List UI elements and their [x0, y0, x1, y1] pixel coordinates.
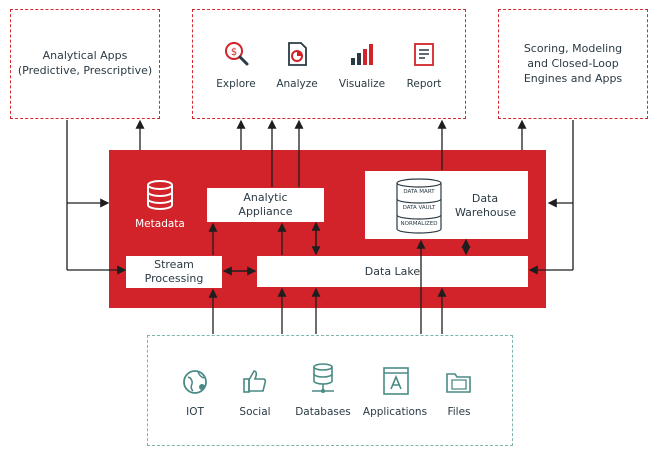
analytical-apps-line2: (Predictive, Prescriptive): [17, 64, 153, 77]
document-chart-icon: [288, 42, 307, 66]
analytic-appliance-line2: Appliance: [238, 205, 293, 218]
social-label: Social: [239, 406, 271, 418]
iot-label: IOT: [186, 406, 204, 418]
database-icon: [147, 180, 173, 210]
folder-icon: [446, 373, 471, 393]
db-layer-normalized: NORMALIZED: [400, 221, 438, 227]
data-warehouse-line2: Warehouse: [455, 206, 517, 219]
scoring-line1: Scoring, Modeling: [523, 42, 623, 55]
analytical-apps-box: [10, 9, 160, 119]
databases-label: Databases: [295, 406, 351, 418]
explore-label: Explore: [216, 78, 256, 90]
applications-label: Applications: [362, 406, 428, 418]
report-icon: [414, 43, 434, 66]
bi-tools-box: [192, 9, 466, 119]
bar-chart-icon: [351, 44, 373, 65]
files-label: Files: [447, 406, 471, 418]
data-lake-box: Data Lake: [257, 256, 528, 287]
data-warehouse-label: Data Warehouse: [455, 192, 517, 220]
scoring-label: Scoring, Modeling and Closed-Loop Engine…: [498, 41, 648, 86]
globe-icon: [183, 370, 207, 394]
data-warehouse-box: [365, 171, 528, 239]
database-network-icon: [312, 363, 334, 393]
metadata-label: Metadata: [135, 218, 185, 230]
scoring-line3: Engines and Apps: [523, 72, 623, 85]
analytic-appliance-line1: Analytic: [243, 191, 288, 204]
visualize-label: Visualize: [338, 78, 386, 90]
thumbs-up-icon: [243, 370, 267, 393]
db-layer-data-vault: DATA VAULT: [402, 205, 436, 211]
scoring-box: [498, 9, 648, 119]
analytical-apps-label: Analytical Apps (Predictive, Prescriptiv…: [10, 48, 160, 78]
data-lake-label: Data Lake: [364, 264, 421, 278]
svg-text:$: $: [231, 47, 237, 58]
data-sources-box: [147, 335, 513, 446]
analytical-apps-line1: Analytical Apps: [42, 49, 128, 62]
analyze-label: Analyze: [276, 78, 318, 90]
application-icon: [383, 367, 409, 395]
stream-processing-line1: Stream: [154, 258, 194, 271]
scoring-line2: and Closed-Loop: [527, 57, 619, 70]
report-label: Report: [406, 78, 442, 90]
stream-processing-line2: Processing: [144, 272, 204, 285]
stream-processing-box: Stream Processing: [126, 256, 222, 288]
analytic-appliance-box: Analytic Appliance: [207, 188, 324, 222]
search-dollar-icon: $: [225, 42, 249, 66]
db-layer-data-mart: DATA MART: [403, 189, 435, 195]
database-layers-icon: [396, 178, 442, 234]
data-warehouse-line1: Data: [471, 192, 499, 205]
